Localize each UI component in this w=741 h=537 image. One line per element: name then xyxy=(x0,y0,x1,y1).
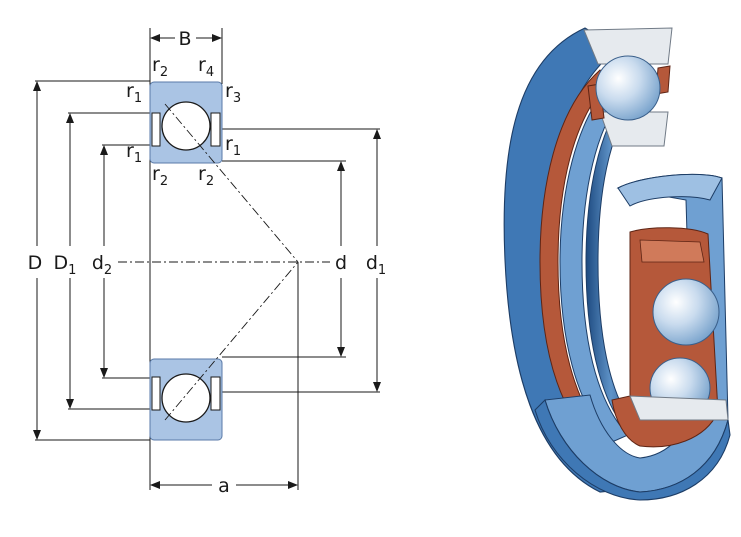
upper-contact-line xyxy=(164,103,299,263)
dim-line-D1 xyxy=(66,113,74,409)
bearing-cutaway-illustration xyxy=(503,27,731,501)
top-ball xyxy=(595,55,661,121)
lower-shoulder-left xyxy=(151,376,161,411)
label-r2-top-left: r2 xyxy=(152,54,168,80)
label-r1-right: r1 xyxy=(225,133,241,159)
dim-line-d xyxy=(337,161,345,357)
dim-line-d2 xyxy=(100,145,108,378)
bottom-ring-cut xyxy=(629,395,729,421)
dim-line-B xyxy=(150,34,222,42)
label-d1: d1 xyxy=(366,252,386,278)
upper-shoulder-left xyxy=(151,112,161,147)
label-r1-upper: r1 xyxy=(126,80,142,106)
label-r1-lower: r1 xyxy=(126,140,142,166)
label-D: D xyxy=(28,252,43,274)
label-r4: r4 xyxy=(198,54,214,80)
dim-line-d1 xyxy=(373,129,381,392)
upper-section xyxy=(149,81,223,164)
dimension-drawing: B D D1 d2 d d1 a r2 r4 r1 r3 r1 r1 r2 r2 xyxy=(28,28,386,497)
label-d2: d2 xyxy=(92,252,112,278)
label-D1: D1 xyxy=(54,252,77,278)
label-B: B xyxy=(178,28,191,50)
lower-section xyxy=(149,358,223,441)
lower-contact-line xyxy=(164,261,299,421)
label-d: d xyxy=(335,252,347,274)
outer-ring-front-top-face xyxy=(617,173,723,207)
front-ball-middle xyxy=(652,278,720,346)
cage-pocket-top xyxy=(639,239,705,263)
lower-shoulder-right xyxy=(210,376,221,411)
label-r3: r3 xyxy=(225,80,241,106)
upper-shoulder-right xyxy=(210,112,221,147)
top-outer-ring-cut xyxy=(583,27,673,65)
outer-ring-front-rim xyxy=(534,398,731,501)
label-r2-bottom-left: r2 xyxy=(152,163,168,189)
label-r2-bottom-right: r2 xyxy=(198,163,214,189)
dim-line-D xyxy=(33,81,41,440)
dim-line-a xyxy=(150,481,298,489)
label-a: a xyxy=(218,475,230,497)
